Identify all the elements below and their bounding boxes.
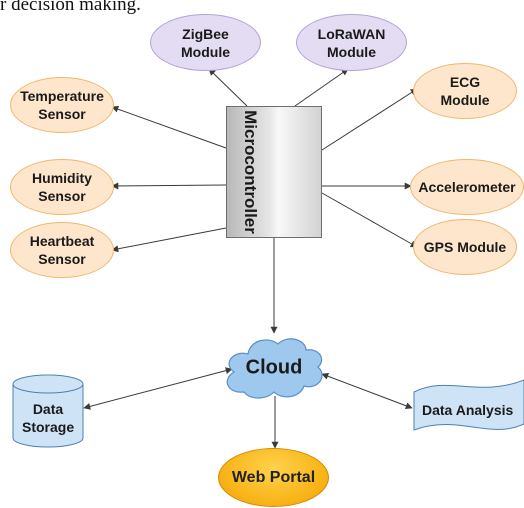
arrow-mcu-to-gps: [321, 192, 418, 248]
caption-fragment: r decision making.: [0, 0, 141, 15]
web-portal-node: Web Portal: [218, 448, 329, 507]
zigbee-module-label: ZigBee Module: [181, 25, 230, 60]
arrow-temperature-to-mcu: [111, 105, 227, 149]
arrow-mcu-to-lorawan: [294, 68, 349, 107]
arrow-mcu-to-ecg: [321, 88, 418, 151]
data-analysis-shape: [413, 379, 524, 431]
humidity-sensor-label: Humidity Sensor: [32, 170, 92, 204]
ecg-module-label: ECG Module: [440, 74, 490, 108]
heartbeat-sensor-node: Heartbeat Sensor: [10, 222, 114, 278]
arrow-cloud-storage: [83, 367, 233, 410]
arrow-cloud-analysis: [321, 372, 413, 410]
arrow-heartbeat-to-mcu: [111, 227, 227, 253]
heartbeat-sensor-label: Heartbeat Sensor: [29, 233, 95, 267]
data-storage-cylinder: [12, 374, 84, 448]
humidity-sensor-node: Humidity Sensor: [10, 159, 114, 215]
microcontroller-block: [226, 106, 322, 238]
data-analysis-label: Data Analysis: [422, 402, 514, 418]
arrow-humidity-to-mcu: [111, 182, 227, 190]
gps-module-label: GPS Module: [423, 239, 507, 255]
ecg-module-node: ECG Module: [413, 63, 517, 119]
lorawan-module-node: LoRaWAN Module: [296, 14, 407, 71]
accelerometer-label: Accelerometer: [418, 179, 516, 195]
accelerometer-node: Accelerometer: [410, 159, 524, 215]
zigbee-module-node: ZigBee Module: [150, 14, 261, 71]
web-portal-label: Web Portal: [231, 468, 316, 486]
data-storage-label: Data Storage: [22, 401, 75, 435]
cloud-label: Cloud: [245, 356, 303, 379]
temperature-sensor-node: Temperature Sensor: [10, 77, 114, 133]
temperature-sensor-label: Temperature Sensor: [20, 88, 104, 122]
gps-module-node: GPS Module: [413, 219, 517, 275]
arrow-mcu-to-zigbee: [208, 68, 248, 107]
cloud-shape: [226, 338, 323, 399]
lorawan-module-label: LoRaWAN Module: [317, 25, 386, 60]
microcontroller-label: Microcontroller: [241, 110, 260, 234]
